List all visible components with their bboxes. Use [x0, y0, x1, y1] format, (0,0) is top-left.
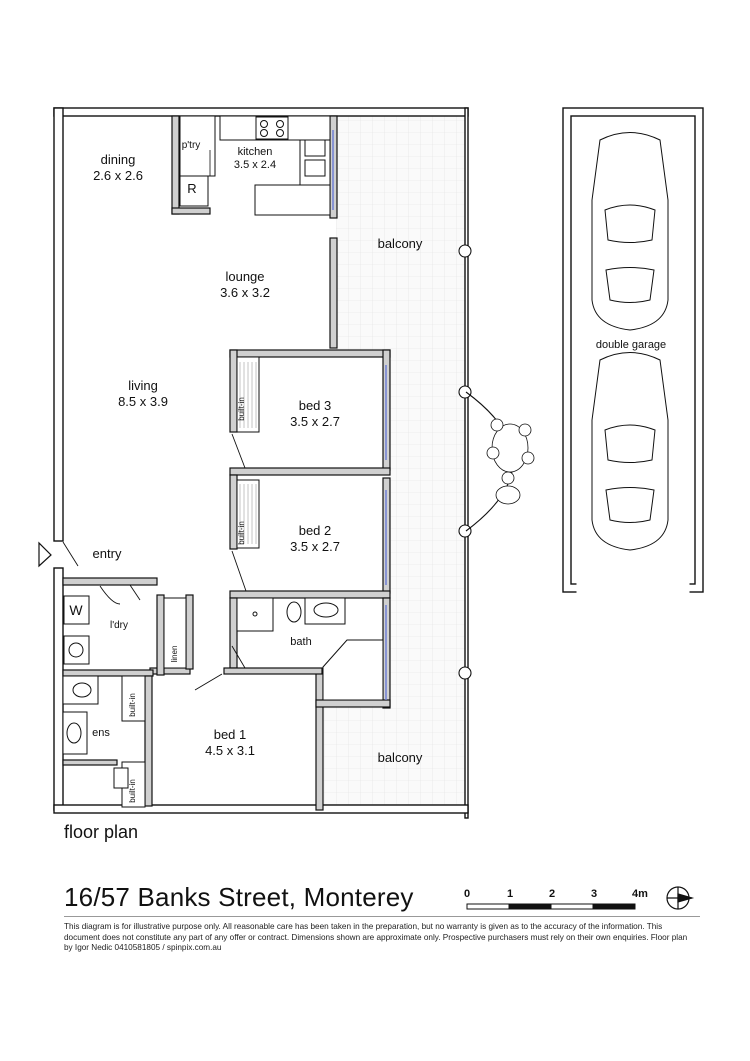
outdoor-setting-icon	[486, 418, 535, 505]
ens-builtin-bottom-label: built-in	[128, 779, 137, 803]
bed2-name: bed 2	[298, 523, 332, 538]
bed3-dims: 3.5 x 2.7	[290, 414, 340, 429]
fridge-label: R	[187, 181, 197, 196]
kitchen-sink-icon	[304, 139, 326, 177]
lounge-label: lounge 3.6 x 3.2	[205, 269, 285, 301]
balcony-bottom-label: balcony	[377, 750, 423, 765]
living-label: living 8.5 x 3.9	[103, 378, 183, 410]
robe-hatching	[239, 362, 257, 544]
kitchen-name: kitchen	[237, 146, 273, 158]
laundry-fixtures	[63, 595, 90, 665]
lounge-dims: 3.6 x 3.2	[220, 285, 270, 300]
car-icon	[591, 132, 669, 551]
laundry-label: l'dry	[109, 620, 129, 631]
scale-bar	[466, 903, 636, 910]
pantry-label: p'try	[181, 140, 201, 151]
kitchen-dims: 3.5 x 2.4	[233, 159, 277, 171]
exterior-walls	[53, 107, 469, 819]
bed2-builtin-label: built-in	[237, 521, 246, 545]
scale-tick-3: 3	[591, 888, 598, 900]
disclaimer-text: This diagram is for illustrative purpose…	[64, 922, 688, 952]
cooktop-icon	[255, 116, 289, 140]
doors	[62, 433, 247, 691]
bath-label: bath	[290, 636, 312, 648]
scale-tick-4: 4m	[632, 888, 648, 900]
garage-door-jambs	[576, 582, 690, 594]
entry-label: entry	[92, 546, 122, 561]
garage-label: double garage	[595, 339, 667, 351]
balcony-top-label: balcony	[377, 236, 423, 251]
north-point-icon	[666, 886, 695, 910]
bed1-dims: 4.5 x 3.1	[205, 743, 255, 758]
bed1-name: bed 1	[213, 727, 247, 742]
kitchen-label: kitchen 3.5 x 2.4	[225, 146, 285, 172]
scale-tick-2: 2	[549, 888, 556, 900]
bed3-builtin-label: built-in	[237, 397, 246, 421]
bed3-label: bed 3 3.5 x 2.7	[275, 398, 355, 430]
dining-dims: 2.6 x 2.6	[93, 168, 143, 183]
ens-label: ens	[92, 727, 110, 739]
floor-plan-caption: floor plan	[64, 822, 139, 842]
property-address: 16/57 Banks Street, Monterey	[64, 882, 414, 912]
bath-fixtures	[236, 597, 384, 701]
ensuite-fixtures	[62, 675, 129, 789]
bed3-name: bed 3	[298, 398, 332, 413]
lounge-name: lounge	[225, 269, 265, 284]
living-name: living	[128, 378, 158, 393]
balcony-posts	[458, 244, 472, 680]
scale-tick-1: 1	[507, 888, 514, 900]
bed1-label: bed 1 4.5 x 3.1	[190, 727, 270, 759]
linen-label: linen	[170, 645, 179, 663]
footer-divider	[64, 916, 700, 917]
washer-label: W	[69, 602, 83, 618]
balcony-floor	[322, 116, 465, 810]
windows	[332, 130, 387, 700]
entry-arrow-icon	[38, 541, 52, 568]
bed2-label: bed 2 3.5 x 2.7	[275, 523, 355, 555]
living-dims: 8.5 x 3.9	[118, 394, 168, 409]
bed2-dims: 3.5 x 2.7	[290, 539, 340, 554]
ens-builtin-top-label: built-in	[128, 693, 137, 717]
dining-label: dining 2.6 x 2.6	[83, 152, 153, 184]
dining-name: dining	[100, 152, 136, 167]
scale-tick-0: 0	[464, 888, 471, 900]
